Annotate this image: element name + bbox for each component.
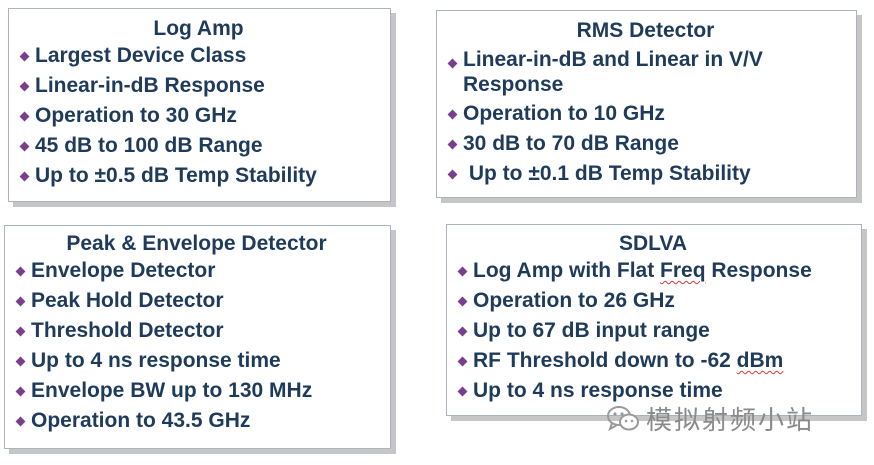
- log-amp-list: Largest Device Class Linear-in-dB Respon…: [15, 41, 382, 191]
- list-item-text: Log Amp with Flat Freq Response: [473, 256, 853, 286]
- diamond-bullet-icon: [15, 41, 33, 71]
- list-item-text: Operation to 26 GHz: [473, 289, 675, 312]
- list-item: RF Threshold down to -62 dBm: [453, 346, 853, 376]
- rms-detector-card: RMS Detector Linear-in-dB and Linear in …: [436, 10, 857, 198]
- diamond-bullet-icon: [11, 346, 29, 376]
- list-item: Operation to 43.5 GHz: [11, 406, 382, 436]
- diamond-bullet-icon: [15, 161, 33, 191]
- list-item-text: Up to 4 ns response time: [31, 349, 281, 372]
- list-item: Envelope BW up to 130 MHz: [11, 376, 382, 406]
- diamond-bullet-icon: [443, 129, 461, 159]
- peak-envelope-title: Peak & Envelope Detector: [66, 232, 327, 255]
- list-item: Peak Hold Detector: [11, 286, 382, 316]
- list-item-text: Up to ±0.5 dB Temp Stability: [35, 164, 317, 187]
- list-item-text: Linear-in-dB and Linear in V/V Response: [463, 48, 763, 96]
- list-item: Up to 4 ns response time: [11, 346, 382, 376]
- rms-detector-list: Linear-in-dB and Linear in V/V Response …: [443, 47, 848, 189]
- spellcheck-word: dBm: [736, 349, 784, 372]
- list-item-text: Threshold Detector: [31, 319, 224, 342]
- text-fragment: RF Threshold down to -62: [473, 349, 737, 372]
- sdlva-list: Log Amp with Flat Freq Response Operatio…: [453, 256, 853, 406]
- list-item: Envelope Detector: [11, 256, 382, 286]
- list-item: Operation to 26 GHz: [453, 286, 853, 316]
- diamond-bullet-icon: [453, 256, 471, 286]
- diamond-bullet-icon: [453, 286, 471, 316]
- list-item-text: Largest Device Class: [35, 44, 247, 67]
- diamond-bullet-icon: [15, 71, 33, 101]
- peak-envelope-list: Envelope Detector Peak Hold Detector Thr…: [11, 256, 382, 436]
- peak-envelope-card: Peak & Envelope Detector Envelope Detect…: [4, 225, 391, 449]
- watermark-text: 模拟射频小站: [646, 406, 815, 436]
- diamond-bullet-icon: [443, 51, 461, 76]
- list-item: Operation to 10 GHz: [443, 99, 848, 129]
- wechat-icon: [607, 405, 639, 431]
- diamond-bullet-icon: [453, 376, 471, 406]
- diamond-bullet-icon: [453, 346, 471, 376]
- text-fragment: Log Amp with Flat: [473, 259, 661, 282]
- list-item-text: Envelope BW up to 130 MHz: [31, 379, 313, 402]
- list-item-text: Operation to 30 GHz: [35, 104, 237, 127]
- list-item: Up to 4 ns response time: [453, 376, 853, 406]
- diamond-bullet-icon: [11, 406, 29, 436]
- list-item-text: 30 dB to 70 dB Range: [463, 132, 679, 155]
- text-fragment: Response: [705, 259, 812, 282]
- list-item-text: Operation to 10 GHz: [463, 102, 665, 125]
- diamond-bullet-icon: [443, 159, 461, 189]
- diamond-bullet-icon: [11, 256, 29, 286]
- list-item: Up to ±0.5 dB Temp Stability: [15, 161, 382, 191]
- sdlva-title: SDLVA: [618, 232, 688, 255]
- sdlva-card: SDLVA Log Amp with Flat Freq Response Op…: [446, 224, 862, 416]
- list-item-text: RF Threshold down to -62 dBm: [473, 346, 853, 376]
- list-item: Up to ±0.1 dB Temp Stability: [443, 159, 848, 189]
- diamond-bullet-icon: [15, 131, 33, 161]
- diamond-bullet-icon: [15, 101, 33, 131]
- list-item-text: Envelope Detector: [31, 259, 216, 282]
- list-item: Threshold Detector: [11, 316, 382, 346]
- spellcheck-word: Freq: [660, 259, 706, 282]
- diamond-bullet-icon: [11, 316, 29, 346]
- list-item-text: 45 dB to 100 dB Range: [35, 134, 263, 157]
- diamond-bullet-icon: [11, 286, 29, 316]
- list-item-text: Up to 4 ns response time: [473, 379, 723, 402]
- diamond-bullet-icon: [453, 316, 471, 346]
- list-item: 45 dB to 100 dB Range: [15, 131, 382, 161]
- list-item-text: Up to ±0.1 dB Temp Stability: [463, 162, 751, 185]
- log-amp-title: Log Amp: [153, 17, 244, 40]
- list-item: 30 dB to 70 dB Range: [443, 129, 848, 159]
- list-item-text: Operation to 43.5 GHz: [31, 409, 251, 432]
- list-item-text: Peak Hold Detector: [31, 289, 224, 312]
- list-item-text: Up to 67 dB input range: [473, 319, 710, 342]
- rms-detector-title: RMS Detector: [576, 19, 715, 42]
- log-amp-card: Log Amp Largest Device Class Linear-in-d…: [8, 8, 391, 202]
- diamond-bullet-icon: [443, 99, 461, 129]
- list-item: Linear-in-dB and Linear in V/V Response: [443, 47, 848, 97]
- list-item: Log Amp with Flat Freq Response: [453, 256, 853, 286]
- list-item: Up to 67 dB input range: [453, 316, 853, 346]
- list-item: Operation to 30 GHz: [15, 101, 382, 131]
- list-item: Largest Device Class: [15, 41, 382, 71]
- watermark: 模拟射频小站: [606, 400, 814, 437]
- list-item-text: Linear-in-dB Response: [35, 74, 265, 97]
- list-item: Linear-in-dB Response: [15, 71, 382, 101]
- diamond-bullet-icon: [11, 376, 29, 406]
